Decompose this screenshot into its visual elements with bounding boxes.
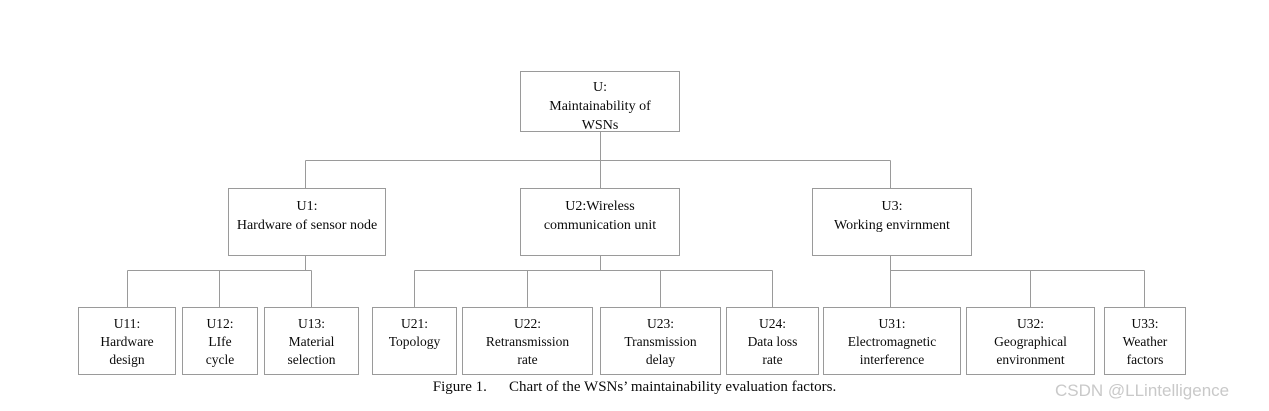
figure-caption: Figure 1. Chart of the WSNs’ maintainabil… (0, 379, 1269, 396)
node-u1-line-1: U1: (296, 199, 318, 214)
node-u24[interactable]: U24: Data loss rate (726, 307, 819, 375)
node-u-root-line-2: Maintainability of (549, 98, 651, 114)
node-u33-line-2: Weather (1122, 334, 1168, 350)
node-u3-line-2: Working envirnment (834, 217, 950, 233)
node-u13-line-1: U13: (298, 316, 325, 331)
node-u22[interactable]: U22: Retransmission rate (462, 307, 593, 375)
node-u12-line-3: cycle (205, 352, 235, 368)
node-u22-line-2: Retransmission (485, 334, 570, 350)
figure-caption-text: Chart of the WSNs’ maintainability evalu… (508, 379, 837, 395)
node-u11-line-3: design (109, 352, 145, 368)
node-u13[interactable]: U13: Material selection (264, 307, 359, 375)
node-u31-line-1: U31: (878, 316, 906, 331)
node-u21[interactable]: U21: Topology (372, 307, 457, 375)
node-u32[interactable]: U32: Geographical environment (966, 307, 1095, 375)
node-u-root-line-3: WSNs (581, 117, 619, 133)
figure-caption-label: Figure 1. (432, 379, 487, 395)
node-u21-line-2: Topology (388, 334, 441, 350)
node-u3-line-1: U3: (881, 199, 903, 214)
node-u33-line-1: U33: (1131, 316, 1159, 331)
node-u24-line-3: rate (762, 352, 783, 368)
node-u12[interactable]: U12: LIfe cycle (182, 307, 258, 375)
node-u23-line-3: delay (645, 352, 676, 368)
node-u21-line-1: U21: (401, 316, 428, 331)
node-u12-line-2: LIfe (208, 334, 232, 350)
node-u31[interactable]: U31: Electromagnetic interference (823, 307, 961, 375)
node-u23[interactable]: U23: Transmission delay (600, 307, 721, 375)
node-u11-line-2: Hardware (100, 334, 154, 350)
node-u2-line-2: communication unit (543, 217, 657, 233)
node-u2[interactable]: U2:Wireless communication unit (520, 188, 680, 256)
node-u12-line-1: U12: (206, 316, 234, 331)
node-u32-line-2: Geographical (994, 334, 1067, 350)
node-u2-line-1: U2:Wireless (565, 199, 635, 214)
node-u33-line-3: factors (1126, 352, 1164, 368)
node-u23-line-2: Transmission (624, 334, 697, 350)
node-u33[interactable]: U33: Weather factors (1104, 307, 1186, 375)
node-u31-line-3: interference (859, 352, 925, 368)
node-u23-line-1: U23: (647, 316, 674, 331)
node-u1-line-2: Hardware of sensor node (236, 217, 378, 233)
node-u1[interactable]: U1: Hardware of sensor node (228, 188, 386, 256)
node-u32-line-3: environment (996, 352, 1065, 368)
node-u32-line-1: U32: (1017, 316, 1044, 331)
node-u22-line-1: U22: (514, 316, 541, 331)
node-u22-line-3: rate (517, 352, 538, 368)
node-u24-line-2: Data loss (747, 334, 798, 350)
node-u3[interactable]: U3: Working envirnment (812, 188, 972, 256)
node-u11-line-1: U11: (113, 316, 141, 331)
node-u13-line-2: Material (288, 334, 335, 350)
node-u-root-line-1: U: (593, 80, 607, 95)
node-u11[interactable]: U11: Hardware design (78, 307, 176, 375)
csdn-watermark: CSDN @LLintelligence (1055, 381, 1230, 400)
node-u-root[interactable]: U: Maintainability of WSNs (520, 71, 680, 133)
node-u24-line-1: U24: (759, 316, 786, 331)
node-u13-line-3: selection (287, 352, 336, 368)
node-u31-line-2: Electromagnetic (847, 334, 937, 350)
